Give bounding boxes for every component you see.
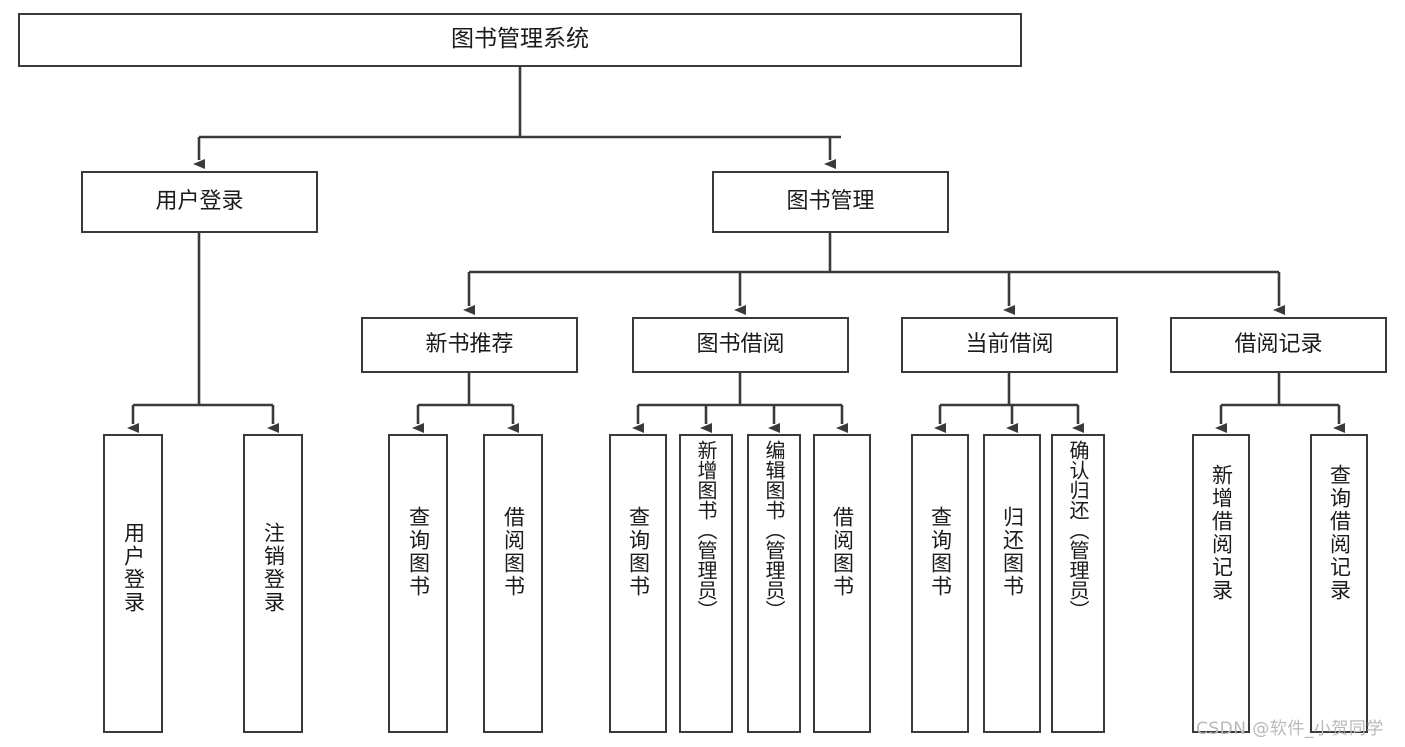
- node-leaf-query-book-recommend-label: 查询图书: [406, 506, 431, 598]
- node-leaf-borrow-book-label: 借阅图书: [830, 506, 855, 598]
- node-leaf-query-book-recommend[interactable]: 查询图书: [388, 434, 448, 733]
- node-leaf-user-logout[interactable]: 注销登录: [243, 434, 303, 733]
- node-borrow-record-label: 借阅记录: [1234, 332, 1323, 358]
- node-leaf-borrow-book[interactable]: 借阅图书: [813, 434, 871, 733]
- node-leaf-user-login[interactable]: 用户登录: [103, 434, 163, 733]
- node-leaf-add-borrow-record-label: 新增借阅记录: [1209, 464, 1234, 602]
- node-leaf-confirm-return-admin[interactable]: 确认归还（管理员）: [1051, 434, 1105, 733]
- node-current-borrow[interactable]: 当前借阅: [901, 317, 1118, 373]
- node-leaf-return-book[interactable]: 归还图书: [983, 434, 1041, 733]
- node-user-login-label: 用户登录: [155, 189, 244, 215]
- node-leaf-edit-book-admin-label: 编辑图书（管理员）: [762, 440, 786, 620]
- node-root[interactable]: 图书管理系统: [18, 13, 1022, 67]
- node-book-manage-label: 图书管理: [786, 189, 875, 215]
- node-root-label: 图书管理系统: [451, 26, 589, 53]
- node-new-book-recommend-label: 新书推荐: [425, 332, 514, 358]
- node-leaf-user-login-label: 用户登录: [121, 522, 146, 614]
- node-leaf-borrow-book-recommend[interactable]: 借阅图书: [483, 434, 543, 733]
- node-leaf-edit-book-admin[interactable]: 编辑图书（管理员）: [747, 434, 801, 733]
- node-current-borrow-label: 当前借阅: [965, 332, 1054, 358]
- node-leaf-add-book-admin[interactable]: 新增图书（管理员）: [679, 434, 733, 733]
- node-leaf-add-book-admin-label: 新增图书（管理员）: [694, 440, 718, 620]
- node-leaf-query-borrow-record[interactable]: 查询借阅记录: [1310, 434, 1368, 733]
- node-new-book-recommend[interactable]: 新书推荐: [361, 317, 578, 373]
- node-leaf-query-book-current-label: 查询图书: [928, 506, 953, 598]
- node-user-login[interactable]: 用户登录: [81, 171, 318, 233]
- node-leaf-user-logout-label: 注销登录: [261, 522, 286, 614]
- node-book-manage[interactable]: 图书管理: [712, 171, 949, 233]
- node-leaf-query-book-current[interactable]: 查询图书: [911, 434, 969, 733]
- node-borrow-record[interactable]: 借阅记录: [1170, 317, 1387, 373]
- node-leaf-query-borrow-record-label: 查询借阅记录: [1327, 464, 1352, 602]
- node-leaf-return-book-label: 归还图书: [1000, 506, 1025, 598]
- node-leaf-borrow-book-recommend-label: 借阅图书: [501, 506, 526, 598]
- node-leaf-add-borrow-record[interactable]: 新增借阅记录: [1192, 434, 1250, 733]
- node-book-borrow-label: 图书借阅: [696, 332, 785, 358]
- node-book-borrow[interactable]: 图书借阅: [632, 317, 849, 373]
- node-leaf-query-book-borrow-label: 查询图书: [626, 506, 651, 598]
- node-leaf-query-book-borrow[interactable]: 查询图书: [609, 434, 667, 733]
- node-leaf-confirm-return-admin-label: 确认归还（管理员）: [1066, 440, 1090, 620]
